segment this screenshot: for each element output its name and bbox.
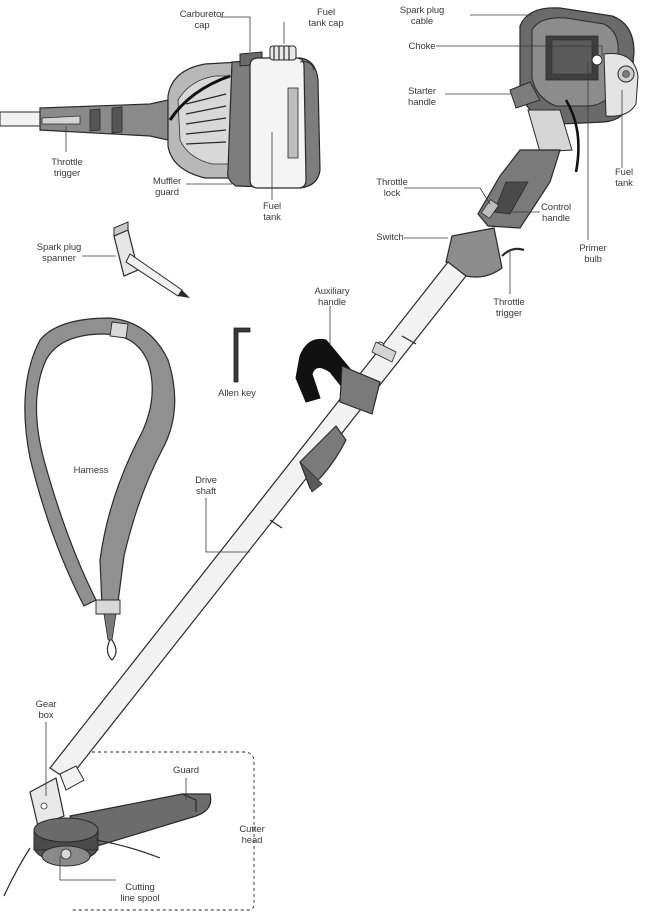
label-line: handle bbox=[542, 212, 570, 224]
label-line: Control bbox=[541, 202, 571, 213]
label-cutter-head: Cutter head bbox=[230, 824, 274, 846]
label-switch: Switch bbox=[368, 232, 412, 244]
label-line: Drive bbox=[195, 475, 217, 486]
label-line: Allen key bbox=[218, 388, 256, 399]
cutter-head-dashed-outline bbox=[72, 751, 255, 911]
label-line: trigger bbox=[495, 307, 523, 319]
label-line: cable bbox=[410, 15, 434, 27]
label-line: Carburetor bbox=[179, 9, 225, 20]
label-starter-handle: Starter handle bbox=[396, 86, 448, 108]
label-line: line spool bbox=[120, 892, 160, 904]
label-spark-plug-spanner: Spark plug spanner bbox=[30, 242, 88, 264]
label-drive-shaft: Drive shaft bbox=[186, 475, 226, 497]
label-line: Muffler bbox=[152, 176, 182, 187]
label-line: spanner bbox=[42, 252, 76, 264]
main-engine bbox=[445, 7, 639, 278]
engine-closeup bbox=[0, 45, 321, 189]
label-line: Throttle bbox=[376, 177, 408, 188]
label-line: tank cap bbox=[308, 17, 344, 29]
label-line: lock bbox=[383, 187, 401, 199]
label-line: Throttle bbox=[51, 157, 83, 168]
label-line: Spark plug bbox=[399, 5, 445, 16]
label-line: box bbox=[38, 709, 54, 721]
leader-lines bbox=[45, 14, 623, 881]
harness-drawing bbox=[24, 317, 176, 661]
label-muffler-guard: Muffler guard bbox=[142, 176, 192, 198]
label-line: handle bbox=[408, 96, 436, 108]
label-line: Auxiliary bbox=[314, 286, 350, 297]
label-line: Choke bbox=[408, 41, 436, 52]
label-line: tank bbox=[615, 177, 633, 189]
label-fuel-tank-right: Fuel tank bbox=[604, 167, 644, 189]
label-fuel-tank-left: Fuel tank bbox=[252, 201, 292, 223]
label-control-handle: Control handle bbox=[530, 202, 582, 224]
label-primer-bulb: Primer bulb bbox=[570, 243, 616, 265]
auxiliary-handle-drawing bbox=[295, 338, 397, 415]
label-throttle-trigger-main: Throttle trigger bbox=[484, 297, 534, 319]
rear-grip bbox=[299, 425, 347, 493]
label-line: Cutting bbox=[125, 882, 155, 893]
label-line: Fuel bbox=[614, 167, 634, 178]
label-line: Gear bbox=[35, 699, 57, 710]
label-cutting-line-spool: Cutting line spool bbox=[112, 882, 168, 904]
label-line: Guard bbox=[173, 765, 199, 776]
spark-plug-spanner-drawing bbox=[113, 221, 190, 298]
label-line: head bbox=[241, 834, 263, 846]
allen-key-drawing bbox=[233, 327, 251, 383]
label-line: trigger bbox=[53, 167, 81, 179]
cutter-head-drawing bbox=[3, 765, 212, 897]
label-throttle-lock: Throttle lock bbox=[366, 177, 418, 199]
label-harness: Harness bbox=[68, 465, 114, 477]
label-line: tank bbox=[263, 211, 281, 223]
label-line: bulb bbox=[584, 253, 602, 265]
label-choke: Choke bbox=[400, 41, 444, 53]
label-spark-plug-cable: Spark plug cable bbox=[392, 5, 452, 27]
label-line: shaft bbox=[195, 485, 217, 497]
label-line: Fuel bbox=[262, 201, 282, 212]
label-line: Throttle bbox=[493, 297, 525, 308]
label-line: cap bbox=[194, 19, 210, 31]
label-line: Fuel bbox=[316, 7, 336, 18]
label-line: Cutter bbox=[239, 824, 265, 835]
label-line: handle bbox=[318, 296, 346, 308]
label-line: Harness bbox=[73, 465, 109, 476]
label-line: Primer bbox=[579, 243, 607, 254]
label-line: guard bbox=[155, 186, 179, 198]
label-line: Switch bbox=[376, 232, 404, 243]
label-gear-box: Gear box bbox=[28, 699, 64, 721]
label-throttle-trigger-top: Throttle trigger bbox=[40, 157, 94, 179]
label-fuel-tank-cap: Fuel tank cap bbox=[296, 7, 356, 29]
label-line: Starter bbox=[408, 86, 436, 97]
label-allen-key: Allen key bbox=[212, 388, 262, 400]
label-carburetor-cap: Carburetor cap bbox=[172, 9, 232, 31]
label-guard: Guard bbox=[166, 765, 206, 777]
label-auxiliary-handle: Auxiliary handle bbox=[306, 286, 358, 308]
label-line: Spark plug bbox=[36, 242, 82, 253]
